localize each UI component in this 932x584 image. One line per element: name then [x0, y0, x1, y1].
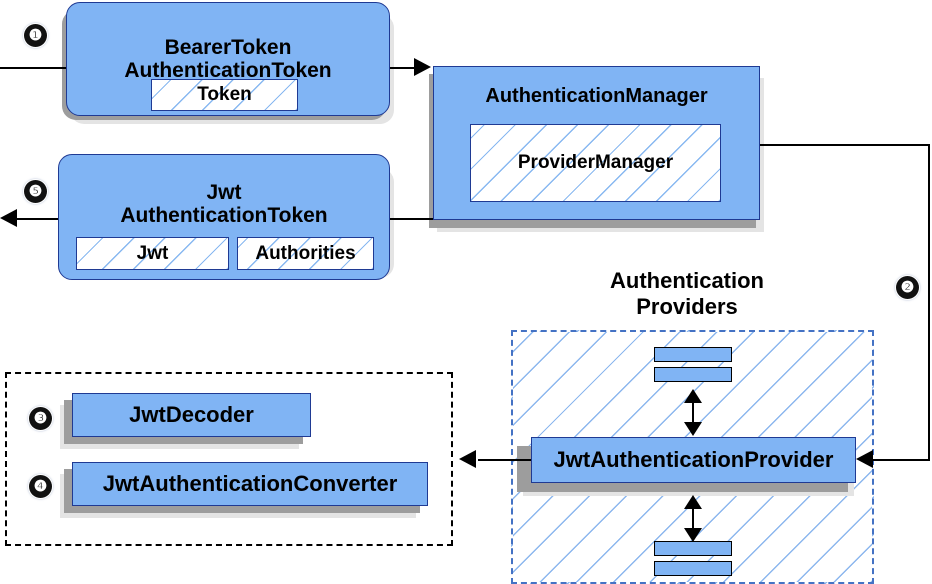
jwt-token-authorities-field: Authorities: [237, 237, 374, 270]
provider-bar-bottom-1: [654, 541, 732, 556]
jwt-token-jwt-field: Jwt: [76, 237, 229, 270]
jwt-token-jwt-field-label: Jwt: [136, 242, 169, 264]
bearer-token-title: BearerToken AuthenticationToken: [124, 36, 331, 82]
jwt-decoder-title: JwtDecoder: [129, 402, 254, 427]
provider-in-line: [872, 459, 930, 461]
provider-link-top-line: [692, 395, 694, 425]
manager-to-provider-vertical-line: [928, 144, 930, 460]
bearer-token-title-line1: BearerToken: [164, 36, 292, 59]
step-marker-4: ❹: [29, 475, 52, 498]
bearer-token-token-field: Token: [151, 79, 298, 111]
jwt-token-title: Jwt AuthenticationToken: [120, 181, 327, 227]
provider-in-arrowhead: [856, 450, 873, 468]
provider-link-top-arrow-up: [684, 389, 702, 403]
jwt-authentication-converter-title: JwtAuthenticationConverter: [102, 471, 398, 496]
jwt-authentication-provider-node[interactable]: JwtAuthenticationProvider: [531, 437, 856, 483]
provider-to-helpers-arrowhead: [459, 450, 476, 468]
provider-link-bottom-arrow-down: [684, 528, 702, 542]
provider-bar-bottom-2: [654, 561, 732, 576]
jwt-token-title-line1: Jwt: [206, 181, 242, 204]
jwt-authentication-provider-title: JwtAuthenticationProvider: [553, 447, 834, 472]
manager-to-jwt-token-line: [390, 218, 435, 220]
jwt-token-title-line2: AuthenticationToken: [120, 204, 328, 227]
manager-out-line: [759, 144, 929, 146]
provider-link-bottom-arrow-up: [684, 495, 702, 509]
incoming-request-line: [0, 67, 68, 69]
step-marker-5: ❺: [24, 180, 47, 203]
provider-link-bottom-line: [692, 501, 694, 531]
jwt-helpers-container: [5, 372, 453, 546]
provider-manager-field-label: ProviderManager: [517, 152, 674, 173]
provider-bar-top-1: [654, 347, 732, 362]
authentication-manager-title: AuthenticationManager: [485, 85, 708, 107]
bearer-token-token-field-label: Token: [197, 84, 252, 105]
result-out-arrowhead: [0, 209, 17, 227]
bearer-token-title-line2: AuthenticationToken: [124, 59, 332, 82]
provider-manager-field: ProviderManager: [470, 124, 721, 202]
authentication-providers-label: Authentication Providers: [572, 268, 802, 320]
authentication-providers-label-line1: Authentication: [610, 268, 764, 293]
result-out-line: [17, 218, 73, 220]
step-marker-1: ❶: [24, 24, 47, 47]
jwt-decoder-node[interactable]: JwtDecoder: [72, 393, 311, 437]
bearer-to-manager-line: [390, 67, 420, 69]
step-marker-3: ❸: [29, 407, 52, 430]
provider-bar-top-2: [654, 367, 732, 382]
provider-to-helpers-line: [478, 459, 531, 461]
jwt-token-authorities-field-label: Authorities: [255, 242, 356, 264]
bearer-to-manager-arrowhead: [414, 58, 431, 76]
authentication-providers-label-line2: Providers: [636, 294, 738, 319]
jwt-authentication-converter-node[interactable]: JwtAuthenticationConverter: [72, 462, 428, 506]
provider-link-top-arrow-down: [684, 422, 702, 436]
step-marker-2: ❷: [896, 276, 919, 299]
